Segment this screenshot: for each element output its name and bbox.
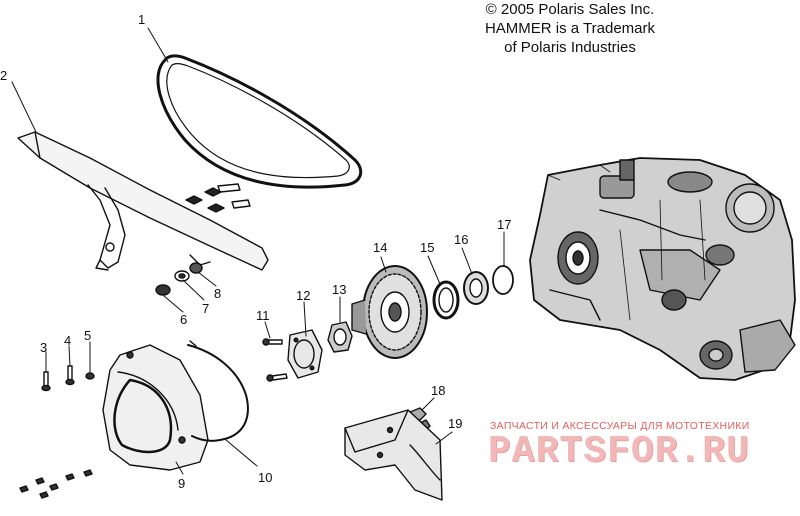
callout-10: 10 <box>258 470 272 485</box>
part-sprocket <box>351 265 428 359</box>
callout-13: 13 <box>332 282 346 297</box>
part-snap-ring <box>492 265 514 295</box>
callout-4: 4 <box>64 333 71 348</box>
part-skid-plate <box>344 409 443 501</box>
callout-2: 2 <box>0 68 7 83</box>
callout-3: 3 <box>40 340 47 355</box>
part-small-bolts <box>19 365 95 499</box>
callout-19: 19 <box>448 416 462 431</box>
copyright-notice: © 2005 Polaris Sales Inc. HAMMER is a Tr… <box>450 0 690 57</box>
callout-1: 1 <box>138 12 145 27</box>
callout-14: 14 <box>373 240 387 255</box>
copyright-line-1: © 2005 Polaris Sales Inc. <box>485 1 655 18</box>
watermark-logo: PARTSFOR.RU <box>488 430 750 473</box>
part-spacer-ring <box>432 280 460 320</box>
callout-15: 15 <box>420 240 434 255</box>
leader-lines <box>11 27 505 475</box>
callout-6: 6 <box>180 312 187 327</box>
part-bearing <box>463 271 489 305</box>
callout-16: 16 <box>454 232 468 247</box>
part-flange-plate <box>287 329 323 379</box>
callout-9: 9 <box>178 476 185 491</box>
part-inner-cover <box>102 344 209 471</box>
callout-17: 17 <box>497 217 511 232</box>
part-flange-bolts <box>262 338 288 382</box>
callout-18: 18 <box>431 383 445 398</box>
copyright-line-2: HAMMER is a Trademark <box>484 20 656 37</box>
part-engine <box>529 157 796 381</box>
part-drive-belt <box>156 54 363 189</box>
part-nut <box>327 321 353 353</box>
callout-8: 8 <box>214 286 221 301</box>
watermark-tagline: ЗАПЧАСТИ И АКСЕССУАРЫ ДЛЯ МОТОТЕХНИКИ <box>490 420 750 432</box>
callout-12: 12 <box>296 288 310 303</box>
callout-7: 7 <box>202 301 209 316</box>
part-chain-guard <box>17 131 269 271</box>
callout-labels: 1 2 3 4 5 6 7 8 9 10 11 12 13 14 15 16 1… <box>0 12 511 491</box>
callout-5: 5 <box>84 328 91 343</box>
part-guard-fasteners <box>155 183 251 296</box>
copyright-line-3: of Polaris Industries <box>504 39 636 56</box>
callout-11: 11 <box>256 308 270 323</box>
part-gasket <box>187 340 249 442</box>
